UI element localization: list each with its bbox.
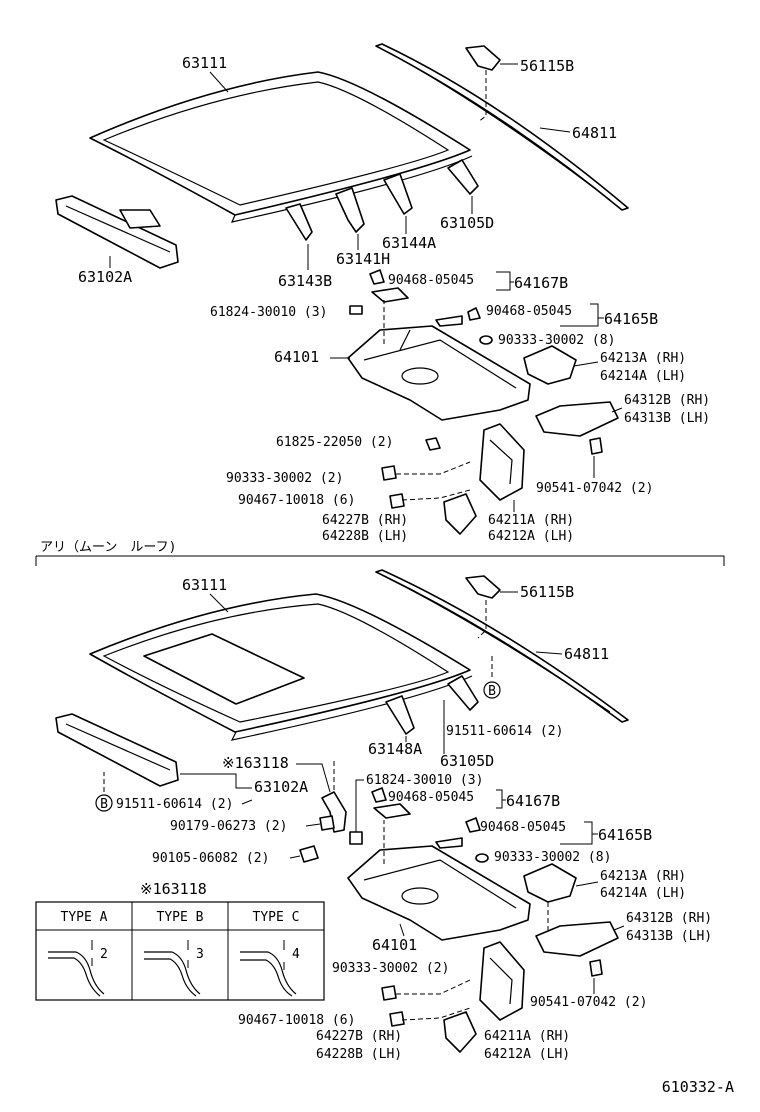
back-window-glass-bottom: [375, 569, 629, 723]
supports-bottom: [443, 863, 619, 1053]
label-plug-1: 61824-30010 (3): [366, 773, 483, 788]
package-tray-bottom: [347, 820, 531, 941]
type-a-header: TYPE A: [61, 910, 108, 925]
type-table-title: ※163118: [140, 880, 207, 898]
label-panel-rh: 64211A (RH): [484, 1029, 570, 1044]
label-bracket-1: 64167B: [506, 792, 560, 810]
label-support-rh-b: 64312B (RH): [624, 393, 710, 408]
top-section: [55, 43, 629, 535]
roof-panel-top: [89, 71, 473, 223]
type-b-value: 3: [196, 947, 204, 962]
type-b-header: TYPE B: [157, 910, 204, 925]
roof-bows-top: [285, 159, 479, 241]
label-moulding-clip: 56115B: [520, 57, 574, 75]
type-c-value: 4: [292, 947, 300, 962]
label-support-lh-b: 64313B (LH): [624, 411, 710, 426]
bracket-163118: [321, 760, 347, 833]
label-roof-bow-3: 63144A: [382, 234, 436, 252]
label-support-lh-b: 64313B (LH): [626, 929, 712, 944]
label-support-rh-a: 64213A (RH): [600, 869, 686, 884]
label-bracket-note: ※163118: [222, 754, 289, 772]
label-roof-bow: 63148A: [368, 740, 422, 758]
label-plug-3: 90333-30002 (2): [332, 961, 449, 976]
type-table: ※163118 TYPE A TYPE B TYPE C 2 3: [35, 880, 325, 1001]
label-clip-2: 90468-05045: [480, 820, 566, 835]
moulding-clip-bottom: [465, 575, 501, 639]
label-plug-4: 90333-30002 (2): [226, 471, 343, 486]
label-hinge-lh: 64228B (LH): [316, 1047, 402, 1062]
label-support-lh-a: 64214A (LH): [600, 886, 686, 901]
label-roof-side-rail: 63105D: [440, 752, 494, 770]
roof-panel-bottom: [89, 593, 473, 741]
label-bolt-2: 91511-60614 (2): [116, 797, 233, 812]
circle-b-marker-2: B: [95, 772, 113, 812]
top-section-labels: 63111 56115B 64811 63102A 63143B 63141H …: [78, 54, 710, 544]
label-rear-header: 63102A: [254, 778, 308, 796]
rear-header-bottom: [55, 713, 179, 787]
label-panel-lh: 64212A (LH): [484, 1047, 570, 1062]
label-panel-lh: 64212A (LH): [488, 529, 574, 544]
type-a-profile: 2: [48, 940, 108, 997]
label-panel-rh: 64211A (RH): [488, 513, 574, 528]
label-plug-2: 90333-30002 (8): [494, 850, 611, 865]
back-window-glass-top: [375, 43, 629, 211]
circle-b-marker-1: B: [483, 656, 501, 699]
bottom-section-labels: 63111 56115B 64811 91511-60614 (2) 63105…: [116, 576, 712, 1062]
label-bracket-1: 64167B: [514, 274, 568, 292]
label-clip-2: 90468-05045: [486, 304, 572, 319]
label-hinge-lh: 64228B (LH): [322, 529, 408, 544]
label-roof-bow-2: 63141H: [336, 250, 390, 268]
label-screw-1: 90179-06273 (2): [170, 819, 287, 834]
label-bolt-1: 90541-07042 (2): [536, 481, 653, 496]
label-clip-1: 90468-05045: [388, 273, 474, 288]
label-plug-2: 90333-30002 (8): [498, 333, 615, 348]
figure-code: 610332-A: [662, 1078, 734, 1096]
label-support-rh-a: 64213A (RH): [600, 351, 686, 366]
package-tray-top: [347, 300, 531, 421]
label-nut-1: 90467-10018 (6): [238, 493, 355, 508]
label-hinge-rh: 64227B (RH): [322, 513, 408, 528]
label-clip-1: 90468-05045: [388, 790, 474, 805]
label-package-tray: 64101: [372, 936, 417, 954]
label-moonroof-variant: アリ（ムーン ルーフ): [40, 540, 176, 555]
label-hinge-rh: 64227B (RH): [316, 1029, 402, 1044]
label-roof-panel: 63111: [182, 576, 227, 594]
label-moulding-clip: 56115B: [520, 583, 574, 601]
label-bolt-3: 90541-07042 (2): [530, 995, 647, 1010]
type-a-value: 2: [100, 947, 108, 962]
circle-b-1-text: B: [488, 684, 496, 699]
section-divider: アリ（ムーン ルーフ): [35, 540, 725, 566]
label-roof-panel: 63111: [182, 54, 227, 72]
label-back-window-glass: 64811: [572, 124, 617, 142]
label-bolt-1: 91511-60614 (2): [446, 724, 563, 739]
supports-top: [443, 345, 619, 535]
small-parts-top: [349, 269, 603, 509]
label-bracket-2: 64165B: [598, 826, 652, 844]
label-rear-header: 63102A: [78, 268, 132, 286]
rear-header-top: [55, 195, 179, 269]
type-b-profile: 3: [144, 940, 204, 997]
label-back-window-glass: 64811: [564, 645, 609, 663]
label-nut-1: 90467-10018 (6): [238, 1013, 355, 1028]
bottom-section: B B: [55, 569, 629, 1053]
label-roof-side-rail: 63105D: [440, 214, 494, 232]
type-c-header: TYPE C: [253, 910, 300, 925]
type-c-profile: 4: [240, 940, 300, 997]
label-roof-bow-1: 63143B: [278, 272, 332, 290]
moulding-clip-top: [465, 45, 501, 123]
roof-bows-bottom: [385, 675, 479, 735]
label-package-tray: 64101: [274, 348, 319, 366]
label-plug-3: 61825-22050 (2): [276, 435, 393, 450]
label-support-rh-b: 64312B (RH): [626, 911, 712, 926]
label-bracket-2: 64165B: [604, 310, 658, 328]
label-plug-1: 61824-30010 (3): [210, 305, 327, 320]
label-screw-2: 90105-06082 (2): [152, 851, 269, 866]
circle-b-2-text: B: [100, 797, 108, 812]
label-support-lh-a: 64214A (LH): [600, 369, 686, 384]
